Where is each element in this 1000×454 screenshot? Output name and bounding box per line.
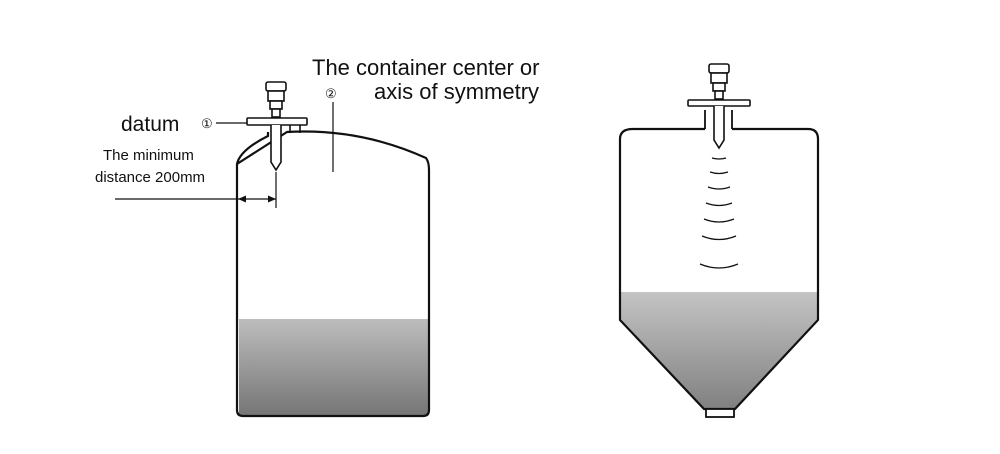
- left-tank: [235, 130, 431, 418]
- radar-level-sensor-icon: [687, 63, 751, 150]
- left-tank-outline: [235, 130, 431, 418]
- right-tank-liquid: [620, 292, 818, 409]
- datum-label: datum: [121, 113, 180, 136]
- center-label-line2: axis of symmetry: [374, 79, 540, 104]
- marker-1: ①: [201, 116, 213, 131]
- radar-level-sensor-icon: [246, 81, 308, 172]
- right-tank: [618, 110, 820, 418]
- radar-waves: [699, 157, 739, 269]
- min-distance-dimension: [115, 172, 277, 208]
- min-distance-label-line2: distance 200mm: [95, 169, 206, 186]
- marker-2: ②: [325, 86, 337, 101]
- center-label-line1: The container center or: [312, 55, 540, 80]
- min-distance-label-line1: The minimum: [103, 147, 194, 164]
- right-tank-outline: [618, 127, 820, 411]
- right-tank-outlet: [705, 408, 735, 418]
- left-tank-liquid: [239, 319, 428, 415]
